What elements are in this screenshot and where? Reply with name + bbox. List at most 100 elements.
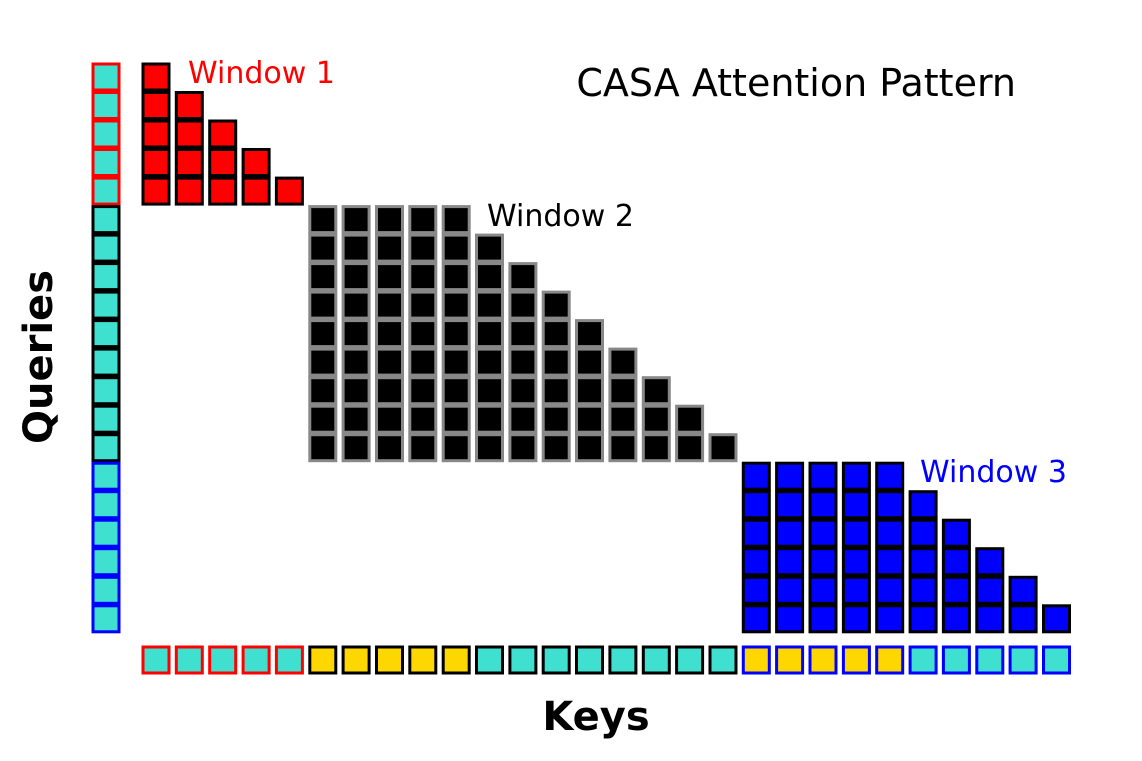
attention-cell — [575, 376, 604, 406]
attention-cell — [508, 262, 538, 292]
attention-cell — [541, 404, 571, 434]
attention-cell — [208, 148, 238, 177]
attention-cell — [541, 376, 571, 406]
attention-cell — [608, 347, 638, 377]
attention-cell — [808, 490, 838, 520]
attention-cell — [908, 547, 938, 577]
attention-cell — [241, 176, 271, 206]
key-token — [1042, 645, 1071, 675]
attention-cell — [941, 518, 971, 548]
attention-cell — [441, 290, 471, 320]
attention-cell — [675, 404, 705, 434]
attention-cell — [475, 404, 504, 434]
attention-cell — [841, 490, 871, 520]
attention-cell — [841, 461, 871, 491]
attention-cell — [908, 575, 938, 605]
query-token — [91, 205, 121, 235]
query-token — [91, 433, 121, 463]
query-token — [91, 148, 121, 177]
key-token — [308, 645, 338, 675]
attention-cell — [174, 176, 204, 206]
attention-cell — [408, 433, 438, 463]
window-1-block — [141, 62, 304, 206]
attention-cell — [1042, 604, 1071, 634]
attention-grid — [141, 62, 1071, 634]
attention-cell — [775, 490, 805, 520]
attention-cell — [1008, 604, 1038, 634]
attention-cell — [508, 290, 538, 320]
attention-cell — [508, 433, 538, 463]
attention-cell — [308, 319, 338, 349]
attention-cell — [508, 319, 538, 349]
attention-cell — [408, 290, 438, 320]
queries-axis-label: Queries — [16, 270, 62, 444]
attention-cell — [341, 319, 371, 349]
attention-cell — [274, 176, 304, 206]
attention-cell — [741, 604, 771, 634]
attention-cell — [375, 347, 404, 377]
query-token — [91, 233, 121, 263]
attention-cell — [441, 205, 471, 235]
attention-cell — [841, 518, 871, 548]
attention-cell — [141, 176, 171, 206]
attention-cell — [808, 547, 838, 577]
key-token — [541, 645, 571, 675]
attention-cell — [741, 490, 771, 520]
attention-cell — [308, 262, 338, 292]
attention-cell — [308, 290, 338, 320]
attention-cell — [941, 575, 971, 605]
query-token — [91, 119, 121, 149]
attention-cell — [441, 262, 471, 292]
attention-cell — [575, 347, 604, 377]
window-2-block — [308, 205, 738, 463]
key-token — [575, 645, 604, 675]
attention-cell — [174, 91, 204, 120]
attention-cell — [708, 433, 738, 463]
attention-cell — [875, 604, 905, 634]
attention-cell — [375, 319, 404, 349]
attention-cell — [741, 518, 771, 548]
attention-cell — [308, 433, 338, 463]
attention-cell — [475, 319, 504, 349]
key-token — [641, 645, 671, 675]
attention-cell — [375, 290, 404, 320]
attention-cell — [775, 518, 805, 548]
key-token — [875, 645, 905, 675]
attention-cell — [508, 347, 538, 377]
query-token — [91, 62, 121, 92]
attention-cell — [841, 604, 871, 634]
key-token — [608, 645, 638, 675]
attention-cell — [741, 547, 771, 577]
attention-cell — [441, 404, 471, 434]
attention-cell — [775, 575, 805, 605]
attention-cell — [141, 62, 171, 92]
attention-cell — [141, 91, 171, 120]
key-token-row — [141, 645, 1071, 675]
attention-cell — [375, 205, 404, 235]
attention-cell — [408, 347, 438, 377]
key-token — [174, 645, 204, 675]
attention-cell — [775, 604, 805, 634]
query-token — [91, 319, 121, 349]
query-token — [91, 575, 121, 605]
key-token — [941, 645, 971, 675]
attention-cell — [441, 319, 471, 349]
attention-cell — [875, 547, 905, 577]
attention-cell — [341, 205, 371, 235]
attention-cell — [841, 547, 871, 577]
window-2-label: Window 2 — [487, 199, 634, 234]
attention-cell — [975, 547, 1005, 577]
attention-cell — [341, 347, 371, 377]
key-token — [241, 645, 271, 675]
attention-cell — [408, 262, 438, 292]
attention-cell — [908, 604, 938, 634]
query-token — [91, 404, 121, 434]
query-token — [91, 376, 121, 406]
attention-cell — [741, 461, 771, 491]
attention-cell — [908, 518, 938, 548]
attention-cell — [475, 290, 504, 320]
attention-cell — [875, 518, 905, 548]
attention-cell — [241, 148, 271, 177]
attention-cell — [675, 433, 705, 463]
attention-cell — [875, 490, 905, 520]
